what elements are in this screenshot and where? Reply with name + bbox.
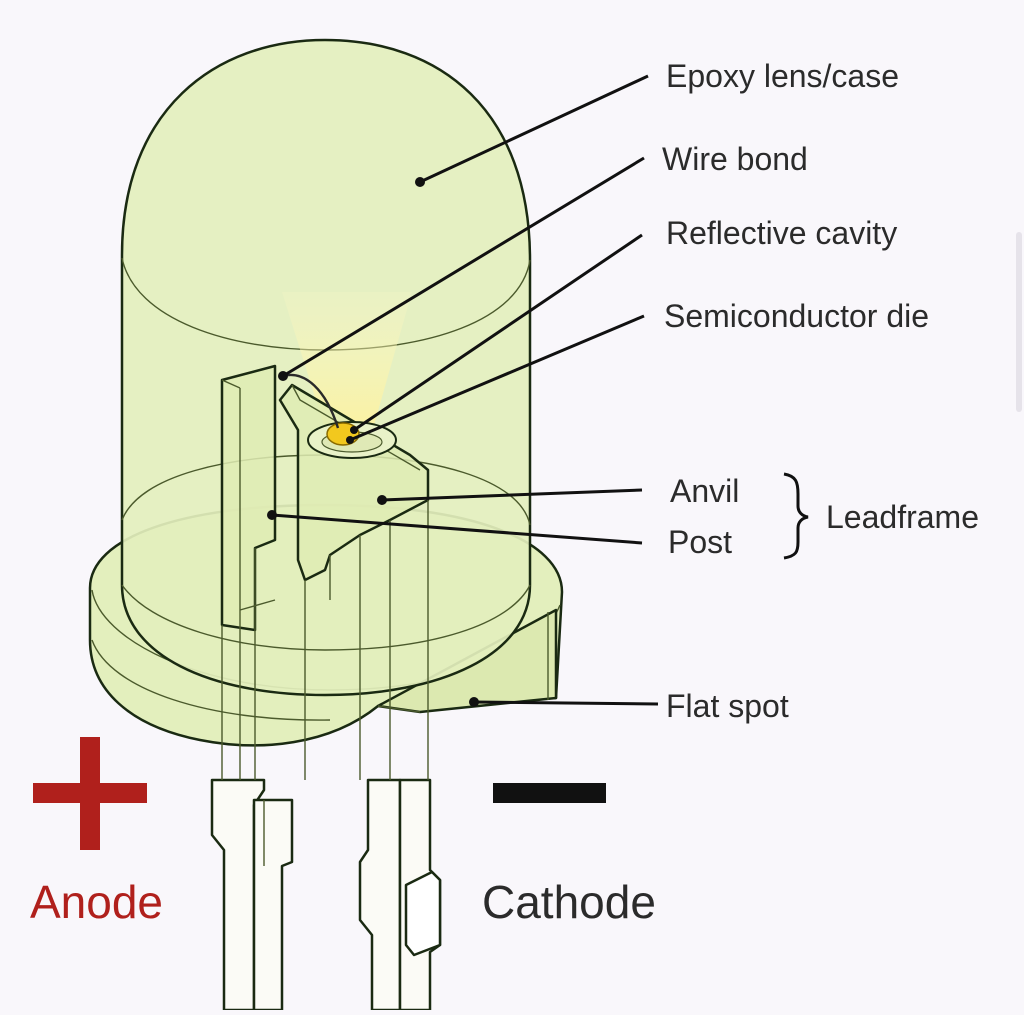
- label-epoxy: Epoxy lens/case: [666, 58, 899, 94]
- label-cathode: Cathode: [482, 876, 656, 928]
- post: [220, 364, 277, 780]
- wire-bond: [282, 373, 340, 429]
- minus-sign: [493, 783, 606, 803]
- label-leadframe: Leadframe: [826, 499, 979, 535]
- leader-lines: [267, 74, 659, 707]
- scrollbar[interactable]: [1016, 232, 1022, 412]
- cathode-lead: [358, 778, 442, 1012]
- light-glow: [282, 292, 412, 432]
- label-anode: Anode: [30, 876, 163, 928]
- label-anvil: Anvil: [670, 473, 739, 509]
- label-wire-bond: Wire bond: [662, 141, 808, 177]
- label-reflective-cavity: Reflective cavity: [666, 215, 897, 251]
- label-flat-spot: Flat spot: [666, 688, 789, 724]
- leadframe-brace: [783, 472, 809, 560]
- label-post: Post: [668, 524, 732, 560]
- anode-lead: [210, 778, 294, 1012]
- label-semiconductor-die: Semiconductor die: [664, 298, 929, 334]
- plus-sign: [33, 737, 147, 850]
